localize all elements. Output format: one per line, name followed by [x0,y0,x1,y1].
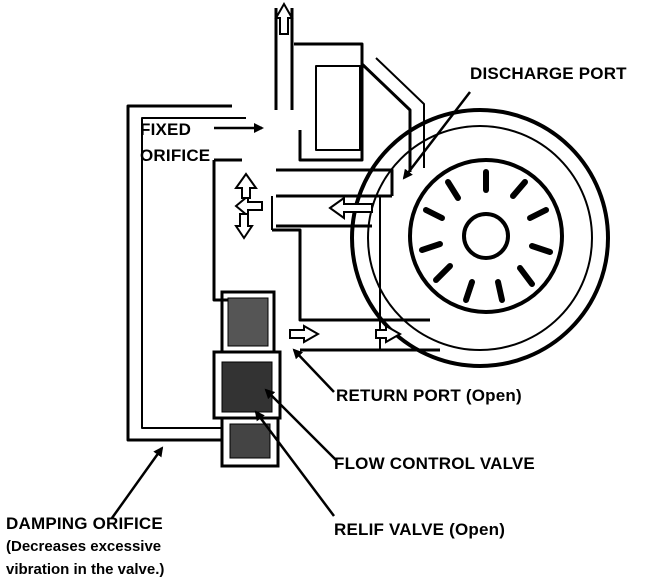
damping-loop-pipe [126,104,232,442]
outlet-pipe [274,8,294,110]
flow-control-valve-leader [264,388,337,461]
label-fixed-orifice-line2: ORIFICE [140,146,211,165]
label-fixed-orifice-line1: FIXED [140,120,192,139]
label-relif-valve: RELIF VALVE (Open) [334,520,506,539]
label-flow-control-valve: FLOW CONTROL VALVE [334,454,535,473]
label-damping-note-line1: (Decreases excessive [6,538,162,555]
pump-rotor-assembly [350,108,610,368]
label-discharge-port: DISCHARGE PORT [470,64,627,83]
discharge-port-leader [402,91,471,180]
label-return-port: RETURN PORT (Open) [336,386,522,405]
label-damping-orifice: DAMPING ORIFICE [6,514,163,533]
flow-arrows [234,1,403,344]
relif-valve-leader [254,410,335,517]
label-damping-note-line2: vibration in the valve.) [6,561,165,578]
return-port-leader [292,348,335,393]
flow-control-valve-block [212,290,282,468]
upper-valve [315,65,361,151]
damping-orifice-leader [110,446,164,519]
